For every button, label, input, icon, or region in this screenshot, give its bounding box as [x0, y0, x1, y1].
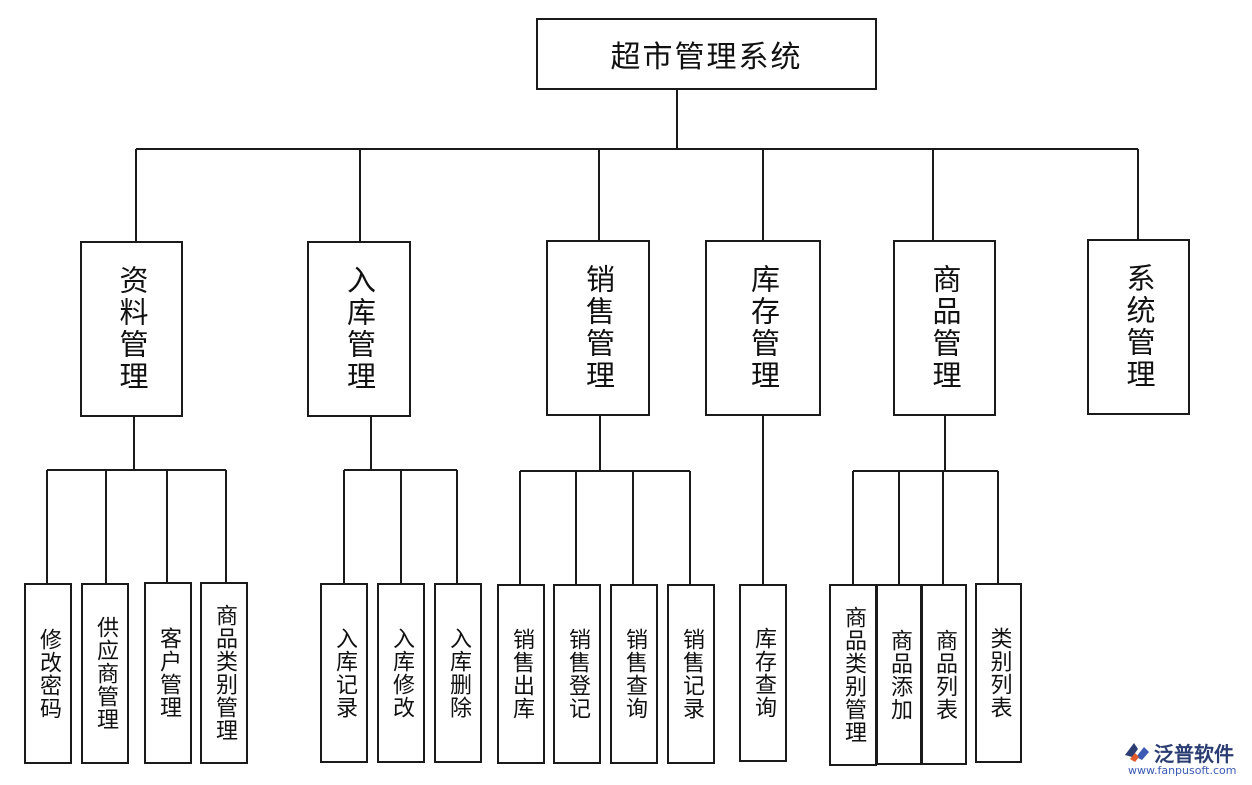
- watermark-name: 泛普软件: [1154, 742, 1234, 766]
- module-label: 系统管理: [1122, 263, 1156, 391]
- module-node-system: 系统管理: [1087, 239, 1190, 415]
- leaf-label: 入库修改: [389, 627, 414, 719]
- leaf-label: 商品类别管理: [212, 604, 237, 742]
- leaf-node: 入库记录: [320, 583, 368, 763]
- module-label: 销售管理: [581, 264, 616, 392]
- module-label: 入库管理: [342, 265, 377, 393]
- leaf-label: 销售出库: [509, 628, 534, 720]
- leaf-node: 库存查询: [739, 584, 787, 762]
- module-node-sales: 销售管理: [546, 240, 650, 416]
- module-label: 商品管理: [928, 264, 962, 392]
- leaf-label: 商品类别管理: [841, 606, 866, 744]
- leaf-label: 商品列表: [932, 628, 957, 721]
- leaf-label: 修改密码: [36, 627, 61, 720]
- leaf-label: 商品添加: [887, 628, 912, 721]
- root-label: 超市管理系统: [610, 40, 803, 75]
- module-node-goods: 商品管理: [893, 240, 996, 416]
- leaf-label: 类别列表: [986, 627, 1012, 719]
- module-label: 资料管理: [115, 265, 149, 393]
- leaf-label: 销售记录: [679, 628, 704, 720]
- leaf-node: 类别列表: [975, 583, 1022, 763]
- leaf-label: 入库记录: [332, 627, 357, 719]
- leaf-label: 入库删除: [446, 627, 471, 719]
- leaf-node: 商品类别管理: [200, 582, 248, 764]
- module-node-inbound: 入库管理: [307, 241, 411, 417]
- watermark-url: www.fanpusoft.com: [1128, 764, 1237, 777]
- leaf-node: 客户管理: [144, 582, 192, 764]
- module-label: 库存管理: [746, 264, 781, 392]
- leaf-node: 入库修改: [377, 583, 425, 763]
- leaf-node: 修改密码: [24, 583, 72, 764]
- leaf-node: 销售登记: [553, 584, 601, 764]
- leaf-node: 供应商管理: [81, 583, 129, 764]
- leaf-label: 供应商管理: [93, 616, 118, 731]
- module-node-data: 资料管理: [80, 241, 183, 417]
- leaf-node: 销售记录: [667, 584, 715, 764]
- watermark-logo: 泛普软件 www.fanpusoft.com: [1122, 738, 1247, 782]
- root-node: 超市管理系统: [536, 18, 877, 90]
- leaf-node: 商品列表: [921, 584, 967, 765]
- leaf-label: 客户管理: [156, 627, 181, 719]
- leaf-node: 商品添加: [876, 584, 922, 765]
- leaf-label: 销售查询: [622, 628, 647, 720]
- leaf-label: 库存查询: [751, 627, 776, 719]
- leaf-node: 入库删除: [434, 583, 482, 763]
- leaf-node: 销售查询: [610, 584, 658, 764]
- leaf-node: 销售出库: [497, 584, 545, 764]
- module-node-inventory: 库存管理: [705, 240, 821, 416]
- leaf-label: 销售登记: [565, 628, 590, 720]
- fanpu-logo-icon: [1125, 743, 1149, 762]
- leaf-node: 商品类别管理: [829, 584, 877, 766]
